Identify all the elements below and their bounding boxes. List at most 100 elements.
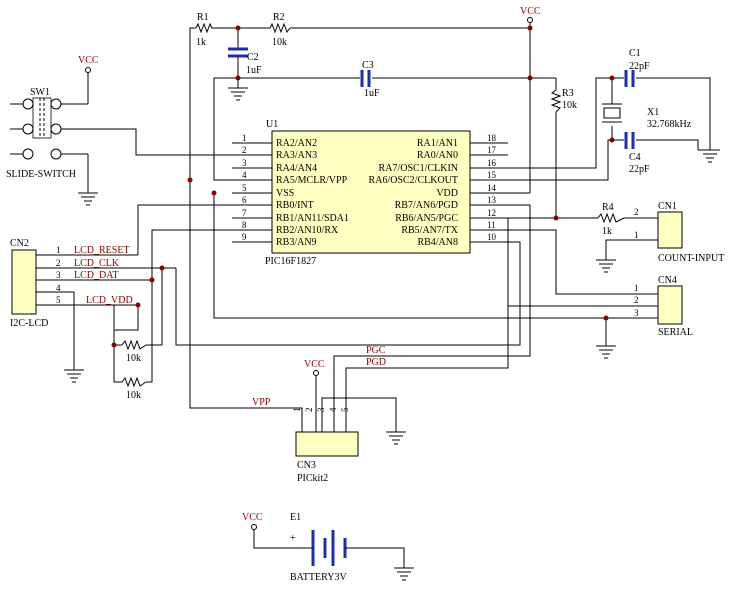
u1-pin-num: 7 [242,208,247,218]
junction-dot [149,277,155,283]
net-label: PGC [366,345,386,356]
cn4-ref: CN4 [658,275,677,286]
capacitor-c3: C3 1uF [360,60,380,99]
cn3-pin-num: 2 [304,408,314,413]
c2-ref: C2 [247,52,259,63]
vcc-label: VCC [304,359,325,370]
u1-pin-num: 10 [487,232,497,242]
cn3-pin-num: 3 [316,407,326,412]
cn2-pin-num: 2 [56,258,61,268]
r1-ref: R1 [197,12,209,23]
vcc-label: VCC [520,6,541,17]
u1-pin-num: 9 [242,232,247,242]
connector-cn2: CN2 I2C-LCD 1 2 3 4 5 LCD_RESET LCD_CLK … [10,238,133,329]
cn2-pin-num: 4 [56,283,61,293]
e1-plus: + [290,533,296,544]
ground-symbol [596,259,616,273]
u1-pin-name: RB0/INT [276,200,314,211]
net-label: LCD_DAT [74,270,118,281]
connector-cn1: CN1 COUNT-INPUT 2 1 [634,201,724,264]
r1-value: 1k [196,37,206,48]
c2-value: 1uF [246,65,262,76]
net-label: LCD_CLK [74,258,120,269]
net-label: LCD_RESET [74,245,130,256]
u1-pin-num: 2 [242,145,247,155]
junction-dot [211,190,217,196]
cn3-pin-num: 5 [340,407,350,412]
cn3-pin-num: 1 [292,408,302,413]
cn2-pin-num: 1 [56,245,61,255]
cn1-pin-num: 2 [634,207,639,217]
u1-pin-name: RA5/MCLR/VPP [276,175,348,186]
cn1-pin-num: 1 [634,230,639,240]
resistor-r4: R4 1k [597,202,625,237]
r4-value: 1k [602,226,612,237]
u1-pin-name: RB3/AN9 [276,237,317,248]
cn1-ref: CN1 [658,201,677,212]
u1-pin-num: 17 [487,145,497,155]
wires-switch [72,72,232,193]
r2-value: 10k [272,37,287,48]
u1-pin-num: 18 [487,133,497,143]
c1-value: 22pF [629,61,650,72]
u1-pin-name: RB2/AN10/RX [276,225,339,236]
junction-dot [609,75,615,81]
resistor-r2: R2 10k [269,12,291,48]
ground-symbol [700,149,720,163]
cn4-label: SERIAL [658,327,693,338]
c1-ref: C1 [629,48,641,59]
c3-value: 1uF [364,88,380,99]
wires-cn1 [508,217,658,295]
pullup-value: 10k [126,390,141,401]
cn4-pin-num: 1 [634,283,639,293]
cn3-label: PICkit2 [297,473,328,484]
u1-pin-name: RB4/AN8 [417,237,458,248]
resistor-r3: R3 10k [550,88,577,113]
r3-value: 10k [562,100,577,111]
cn4-pin-num: 3 [634,308,639,318]
u1-pin-num: 8 [242,220,247,230]
net-label: VPP [252,397,271,408]
vcc-terminal [251,524,257,530]
u1-pin-num: 3 [242,158,247,168]
u1-pin-num: 12 [487,208,496,218]
u1-pin-name: RB6/AN5/PGC [395,213,458,224]
vcc-terminal [85,67,91,73]
vcc-terminal [527,17,533,23]
u1-pin-name: RA4/AN4 [276,163,317,174]
junction-dot [527,25,533,31]
r4-ref: R4 [602,202,614,213]
u1-pin-name: RA3/AN3 [276,150,317,161]
capacitor-c4: C4 22pF [624,132,650,175]
u1-pin-name: RB1/AN11/SDA1 [276,213,349,224]
resistor-pullup-2: 10k [121,376,147,401]
vcc-label: VCC [242,512,263,523]
capacitor-c1: C1 22pF [624,48,650,87]
cn3-ref: CN3 [297,460,316,471]
crystal-x1: X1 32.768kHz [602,103,692,130]
ic-part: PIC16F1827 [265,256,316,267]
junction-dot [235,25,241,31]
c3-ref: C3 [362,60,374,71]
junction-dot [609,137,615,143]
ic-ref: U1 [266,119,278,130]
ground-symbol [386,431,406,445]
junctions [111,25,615,348]
u1-pin-name: VSS [276,188,294,199]
sw1-ref: SW1 [30,87,50,98]
vcc-terminal [313,370,319,376]
cn2-label: I2C-LCD [10,318,48,329]
junction-dot [159,265,165,271]
e1-label: BATTERY3V [290,572,347,583]
u1-pin-num: 4 [242,170,247,180]
u1-pin-num: 6 [242,195,247,205]
ground-symbol [228,87,248,101]
resistor-r1: R1 1k [195,12,214,48]
ground-symbol [78,192,98,206]
junction-dot [111,342,117,348]
ground-symbol [64,369,84,383]
e1-ref: E1 [290,512,301,523]
u1-pin-num: 14 [487,183,497,193]
u1-pin-num: 5 [242,183,247,193]
junction-dot [527,75,533,81]
